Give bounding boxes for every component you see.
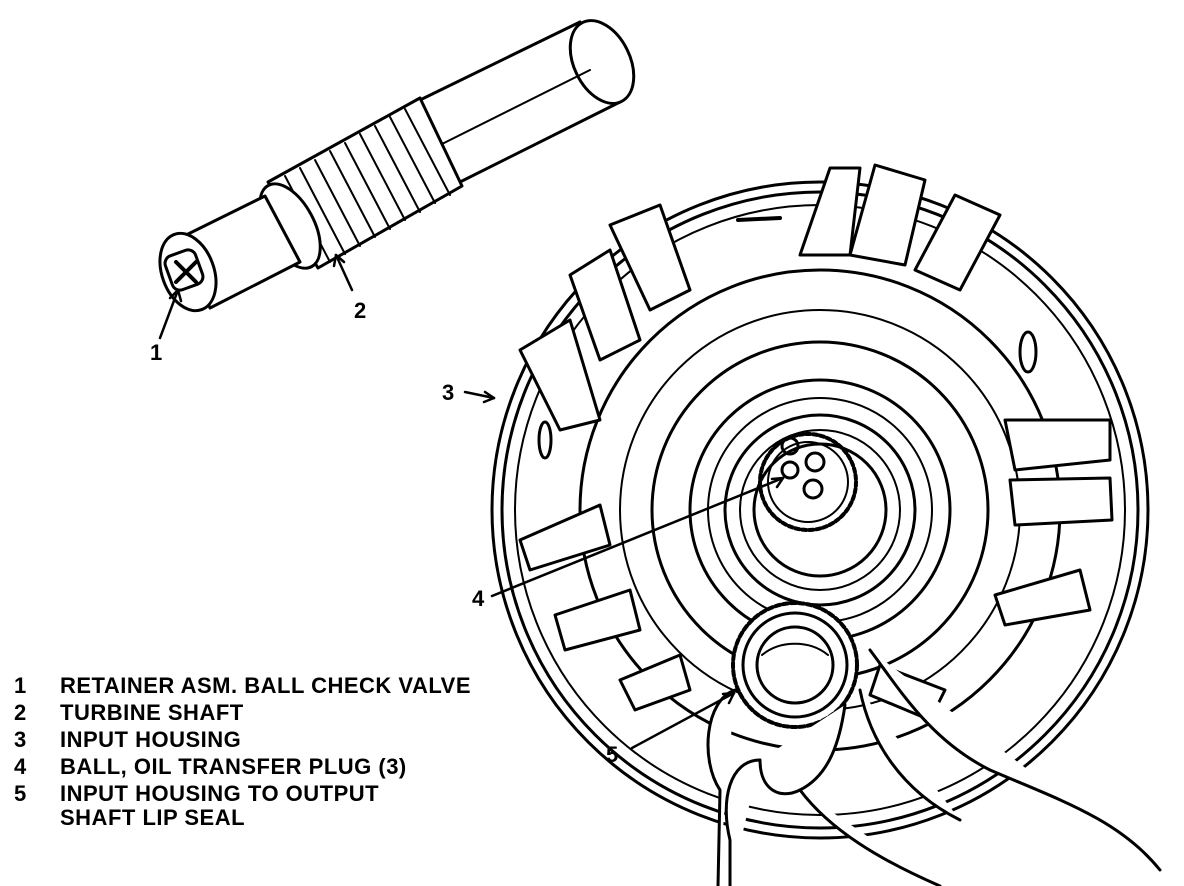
callout-4: 4 (472, 586, 485, 611)
legend-text: INPUT HOUSING TO OUTPUT (60, 781, 380, 806)
callout-1: 1 (150, 340, 163, 365)
parts-legend: 1 RETAINER ASM. BALL CHECK VALVE 2 TURBI… (14, 672, 471, 829)
callout-3: 3 (442, 380, 455, 405)
legend-number: 4 (14, 754, 27, 779)
legend-item: 5 INPUT HOUSING TO OUTPUT (14, 780, 471, 807)
turbine-shaft-drawing (158, 19, 636, 313)
lip-seal-drawing (731, 601, 859, 729)
legend-text-continuation: SHAFT LIP SEAL (60, 805, 246, 830)
legend-number: 3 (14, 727, 27, 752)
legend-text: INPUT HOUSING (60, 727, 242, 752)
retainer-ball-check-valve (163, 248, 205, 292)
legend-number: 2 (14, 700, 27, 725)
callout-5: 5 (606, 742, 619, 767)
legend-text: RETAINER ASM. BALL CHECK VALVE (60, 673, 472, 698)
legend-item: 1 RETAINER ASM. BALL CHECK VALVE (14, 672, 471, 699)
leader-lines (158, 253, 785, 750)
oil-transfer-plugs (780, 436, 826, 500)
legend-text: BALL, OIL TRANSFER PLUG (3) (60, 754, 407, 779)
legend-text: TURBINE SHAFT (60, 700, 244, 725)
legend-item: 4 BALL, OIL TRANSFER PLUG (3) (14, 753, 471, 780)
legend-number: 1 (14, 673, 27, 698)
legend-item: 2 TURBINE SHAFT (14, 699, 471, 726)
callout-2: 2 (354, 298, 367, 323)
hand-drawing (706, 648, 1162, 886)
legend-item: 3 INPUT HOUSING (14, 726, 471, 753)
legend-number: 5 (14, 781, 27, 806)
